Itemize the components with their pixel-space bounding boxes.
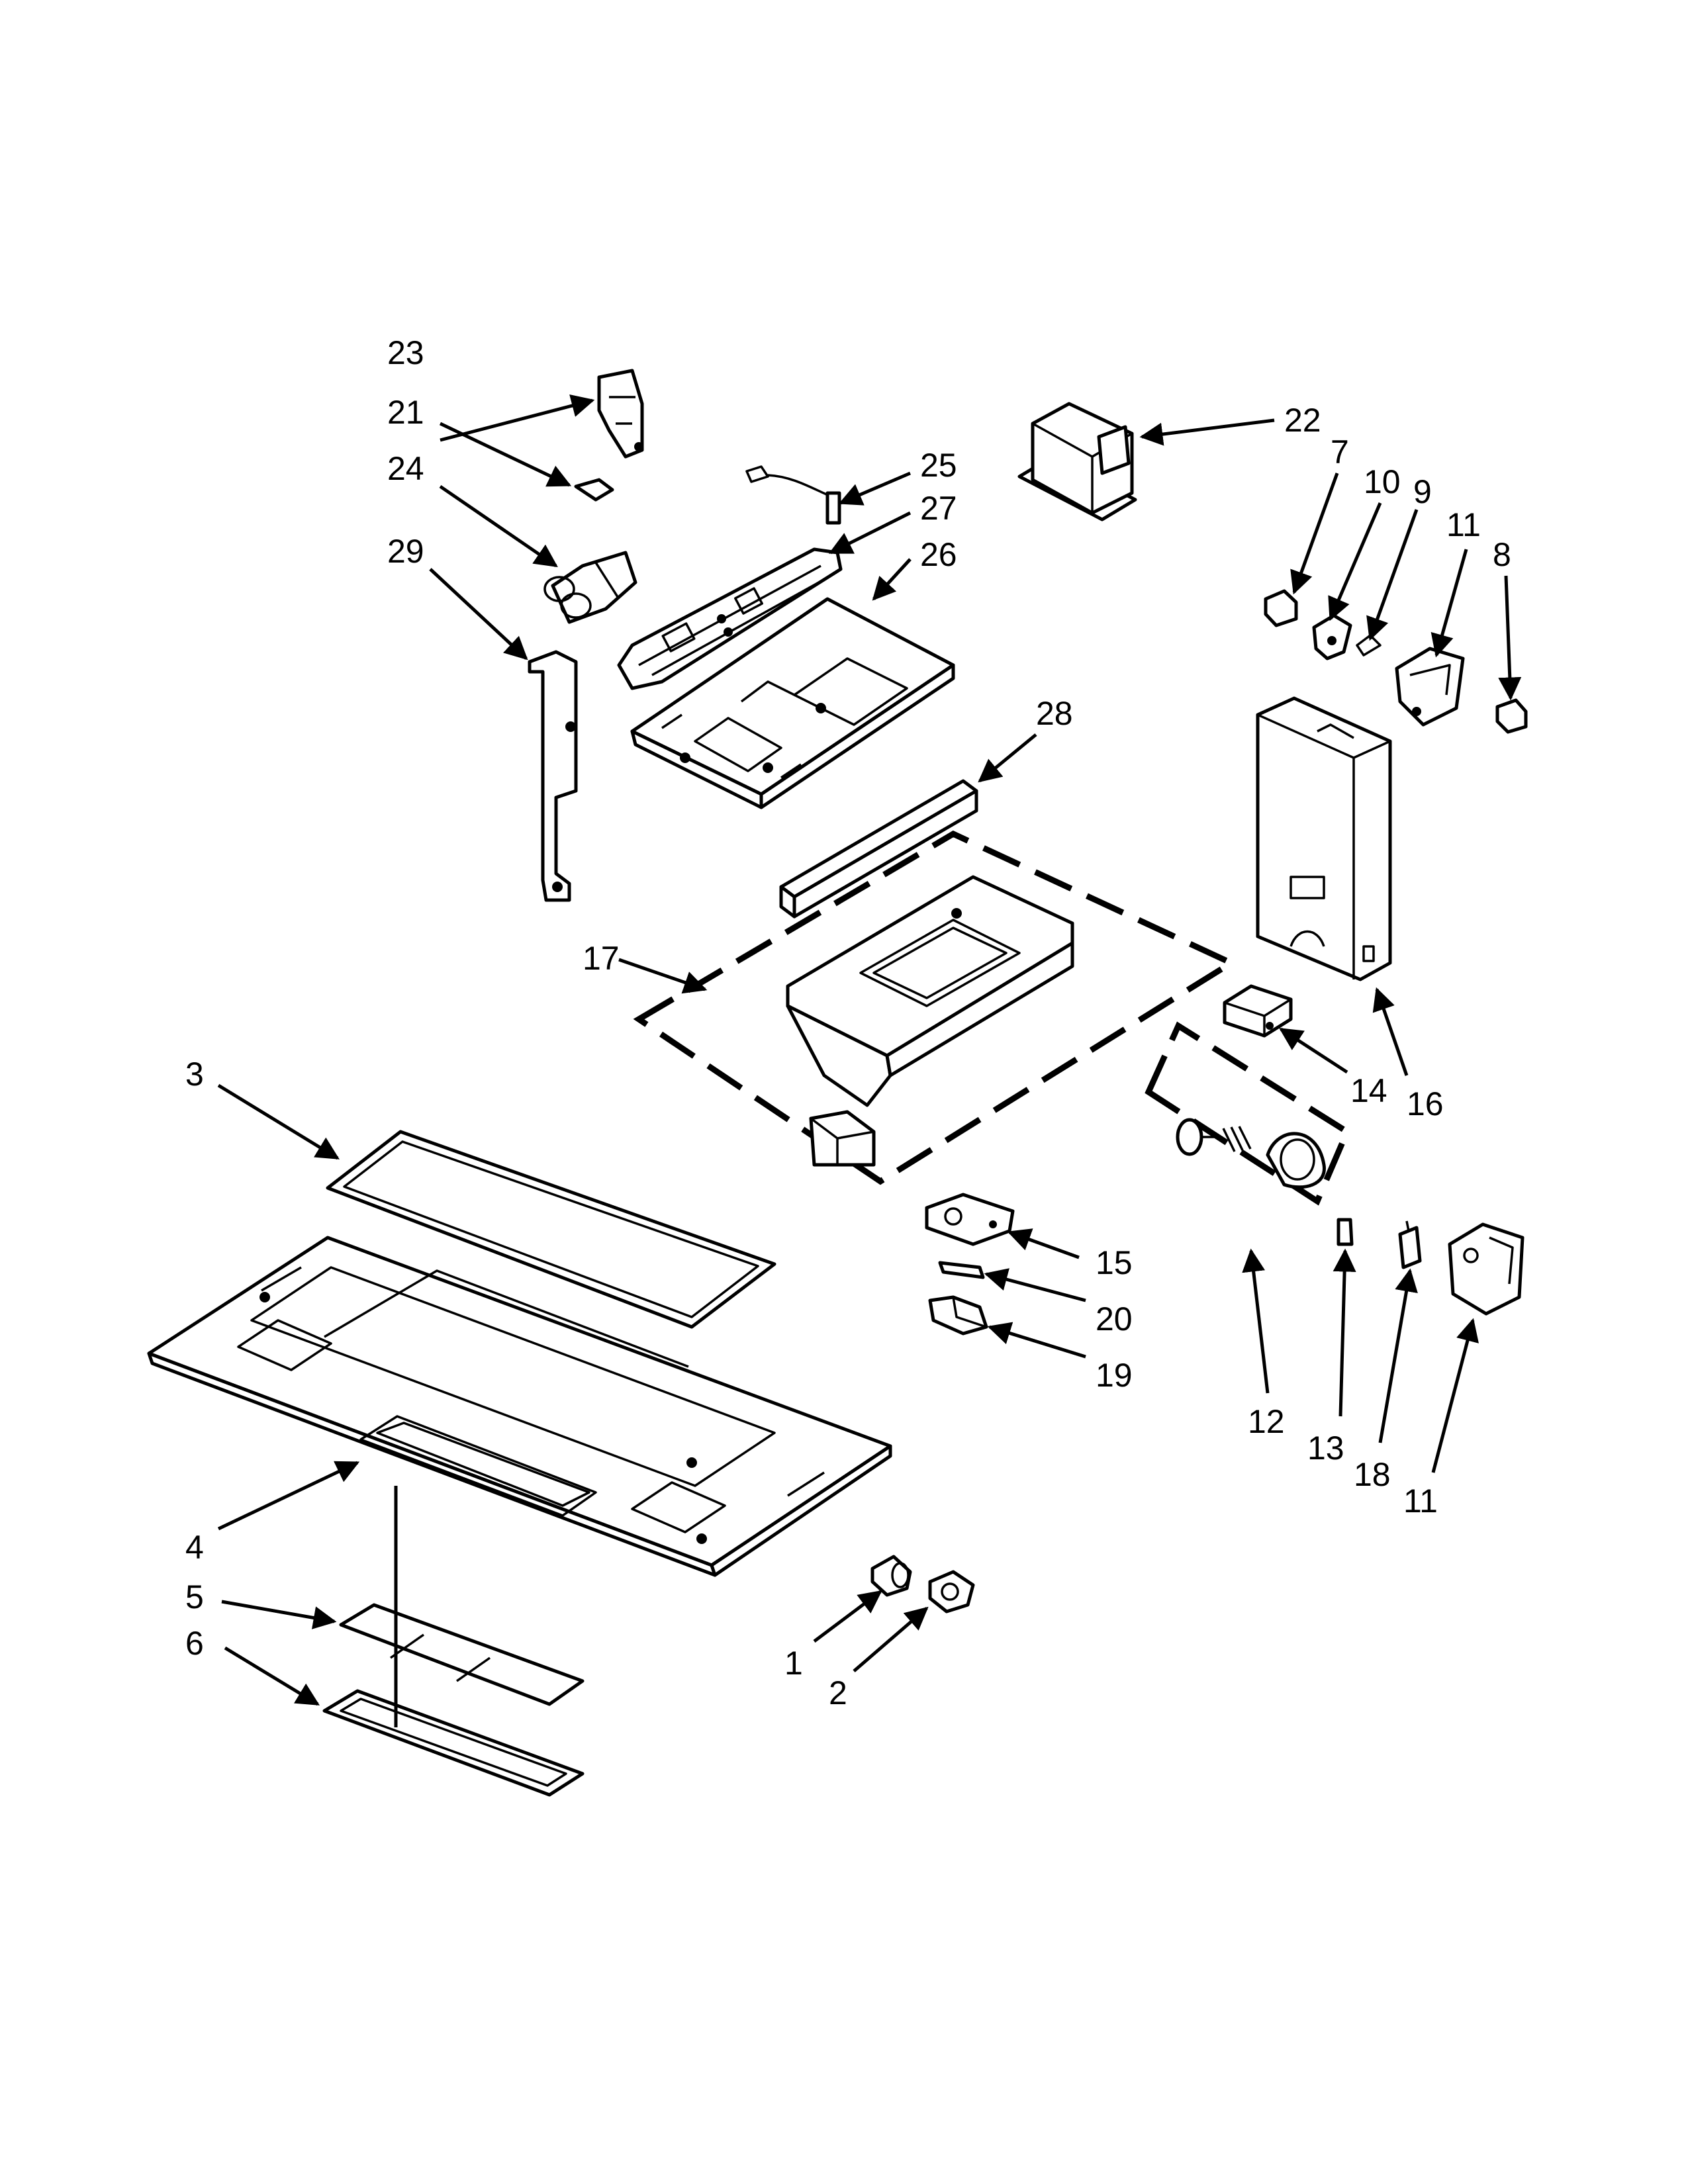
part-14-box (1223, 984, 1293, 1038)
callout-26: 26 (920, 536, 957, 573)
part-22-transformer (1017, 402, 1137, 522)
part-5-vent-cover (339, 1603, 585, 1706)
callout-17: 17 (583, 940, 620, 977)
callout-11-top: 11 (1446, 506, 1481, 543)
part-4-bottom-plate (147, 1236, 892, 1577)
callout-14: 14 (1350, 1072, 1387, 1109)
part-9-lever (1356, 634, 1382, 657)
callout-24: 24 (387, 450, 424, 487)
callout-22: 22 (1284, 402, 1321, 439)
part-19-holder (928, 1295, 988, 1336)
callout-15: 15 (1096, 1244, 1133, 1281)
part-12-motor-assembly (1145, 1021, 1351, 1206)
callout-6: 6 (185, 1625, 204, 1662)
callout-5: 5 (185, 1578, 204, 1615)
callout-3: 3 (185, 1056, 204, 1093)
callout-8: 8 (1493, 536, 1511, 573)
part-11-interlock-top (1395, 647, 1465, 727)
part-28-bar (779, 779, 978, 919)
part-7-switch (1264, 589, 1298, 627)
part-27-control-bracket (617, 547, 843, 690)
callout-19: 19 (1096, 1357, 1133, 1394)
callout-18: 18 (1354, 1456, 1391, 1493)
callout-16: 16 (1407, 1085, 1444, 1122)
callout-20: 20 (1096, 1300, 1133, 1338)
part-18-switch (1398, 1220, 1422, 1269)
part-6-lens-frame (322, 1689, 585, 1797)
part-13-plunger (1336, 1218, 1354, 1246)
part-25-wire (745, 465, 841, 525)
callout-1: 1 (784, 1645, 803, 1682)
part-8-switch (1495, 698, 1528, 734)
part-21-clip (574, 478, 614, 502)
part-15-plate (925, 1193, 1015, 1246)
callout-13: 13 (1307, 1430, 1344, 1467)
part-20-fuse (938, 1261, 985, 1279)
callout-4: 4 (185, 1529, 204, 1566)
callout-11-bottom: 11 (1403, 1482, 1438, 1520)
part-24-capacitor (543, 551, 637, 624)
part-11-interlock-bottom (1448, 1222, 1524, 1316)
callout-2: 2 (829, 1674, 847, 1711)
callout-7: 7 (1331, 433, 1349, 471)
part-16-cover (1256, 696, 1392, 981)
part-2-socket (928, 1570, 975, 1614)
callout-28: 28 (1036, 695, 1073, 732)
callout-9: 9 (1413, 473, 1432, 510)
part-23-bracket (597, 369, 644, 459)
part-17-duct-assembly (633, 830, 1238, 1185)
callout-10: 10 (1364, 463, 1401, 500)
callout-29: 29 (387, 533, 424, 570)
callout-21: 21 (387, 394, 424, 431)
part-29-bracket (528, 650, 578, 902)
part-1-socket (870, 1555, 912, 1597)
part-10-switch-holder (1312, 614, 1352, 660)
part-26-chassis-plate (630, 597, 955, 809)
callout-12: 12 (1248, 1403, 1285, 1440)
callout-25: 25 (920, 447, 957, 484)
callout-23: 23 (387, 334, 424, 371)
part-3-filter (326, 1130, 776, 1329)
callout-27: 27 (920, 490, 957, 527)
